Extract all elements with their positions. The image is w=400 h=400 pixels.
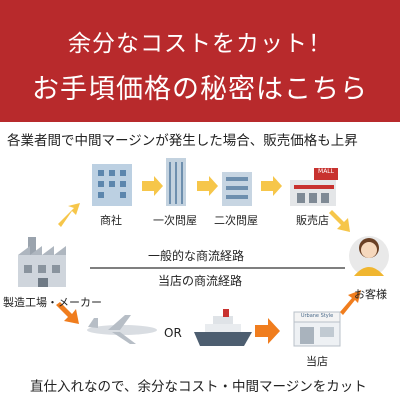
label-secondary-wholesaler: 二次問屋 [214,214,258,227]
woman-customer-icon [349,236,389,276]
building-icon [222,172,252,206]
office-building-icon [92,164,132,206]
label-retailer: 販売店 [296,214,329,227]
label-customer: お客様 [354,288,387,301]
label-trading-company: 商社 [100,214,122,227]
header-banner: 余分なコストをカット！ お手頃価格の秘密はこちら [0,0,400,122]
ship-icon [194,309,252,346]
factory-icon [18,237,66,287]
tower-building-icon [166,158,186,206]
general-route-label: 一般的な商流経路 [148,249,245,263]
top-note: 各業者間で中間マージンが発生した場合、販売価格も上昇 [7,133,358,149]
banner-subheadline: お手頃価格の秘密はこちら [32,74,368,105]
or-label: OR [164,326,182,340]
mall-icon [290,168,338,206]
general-route-arrows [58,176,350,232]
store-sign: Urbane Style [300,313,334,319]
bottom-note: 直仕入れなので、余分なコスト・中間マージンをカット [30,379,367,395]
banner-headline: 余分なコストをカット！ [68,31,332,57]
mall-sign: MALL [318,168,334,175]
label-maker: 製造工場・メーカー [3,296,102,309]
store-icon [293,311,341,347]
label-our-store: 当店 [306,355,328,368]
label-primary-wholesaler: 一次問屋 [153,214,197,227]
our-route-label: 当店の商流経路 [158,274,243,288]
our-route-arrows [56,290,361,344]
airplane-icon [87,315,157,344]
